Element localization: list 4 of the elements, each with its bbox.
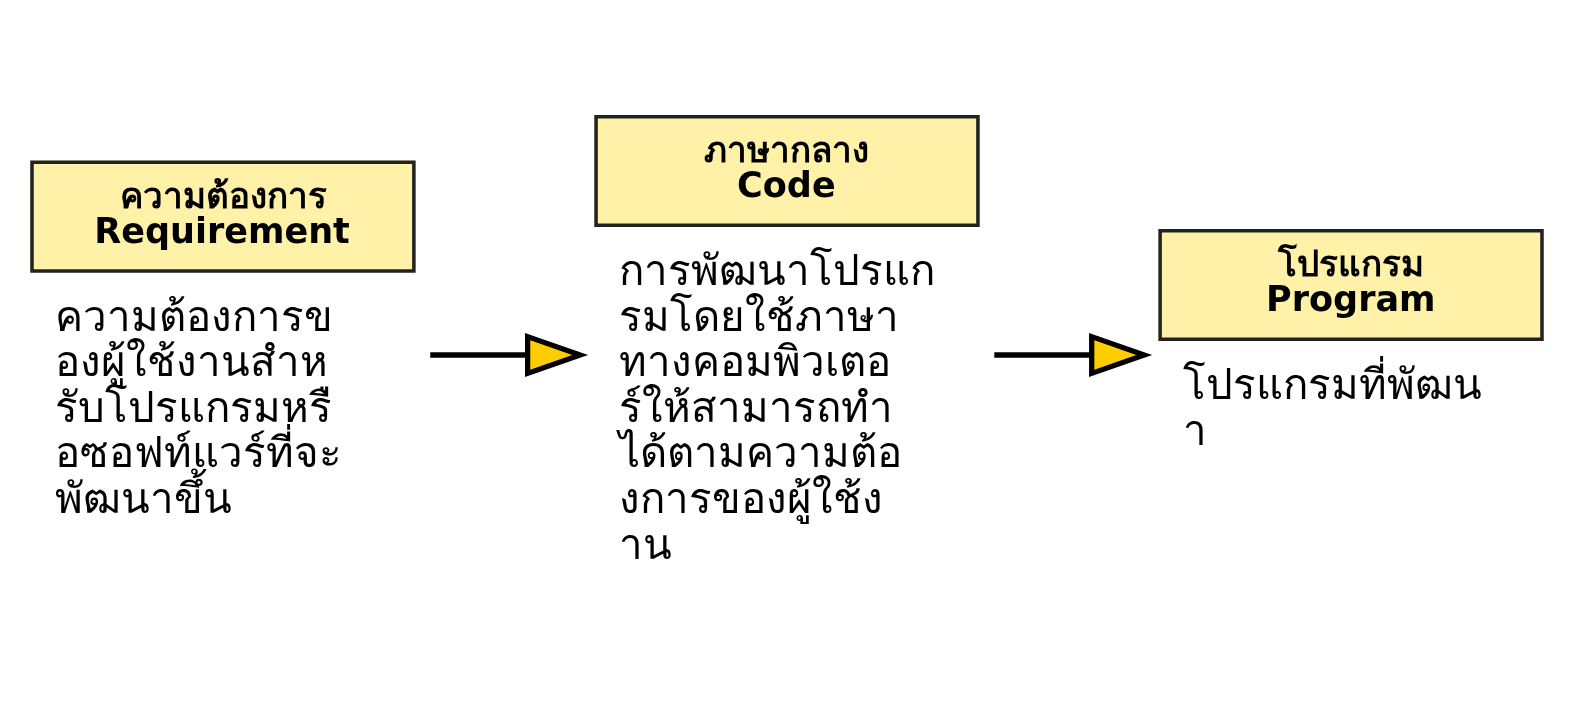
node-label: การพัฒนาโปรแกรมโดยใช้ภาษาทางคอมพิวเตอร์ให้สามารถทำได้ตามความต้องการของผู้ใช้งาน (618, 246, 935, 569)
node-label: ความต้องการของผู้ใช้งานสำหรับโปรแกรมหรือซอฟท์แวร์ที่จะพัฒนาขึ้น (54, 291, 342, 524)
arrow (994, 332, 1153, 378)
arrow (430, 332, 589, 378)
